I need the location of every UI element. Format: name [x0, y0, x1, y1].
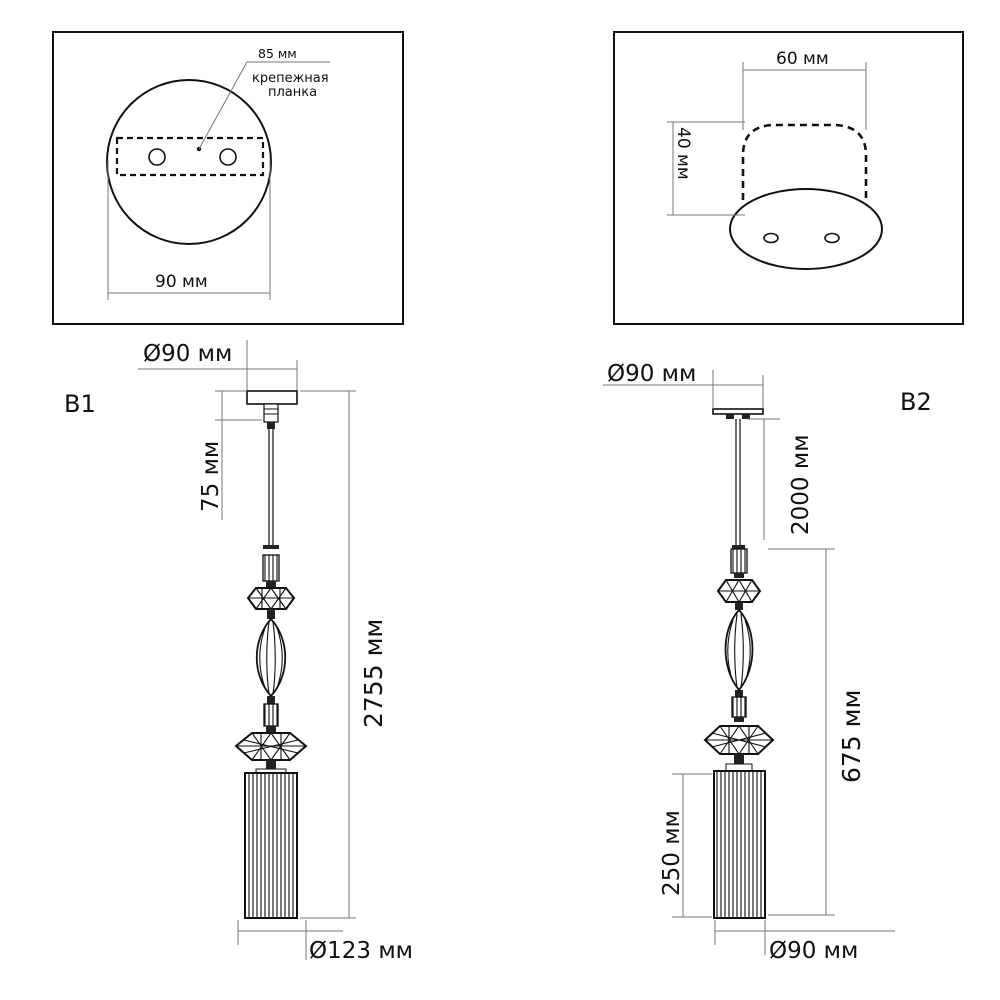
mounting-plate-panel: 85 мм крепежная планка 90 мм	[52, 31, 404, 325]
b2-shade-height: 250 мм	[659, 810, 685, 896]
lamp-b2: B2 Ø90 мм 2000 мм	[603, 361, 932, 964]
canopy-disc	[106, 79, 272, 245]
b2-body-height: 675 мм	[837, 690, 866, 783]
hole-left	[763, 232, 779, 244]
b2-shade	[713, 770, 766, 919]
dome-height-label: 40 мм	[673, 127, 693, 180]
screw-hole-left	[148, 148, 166, 166]
lamp-b1-label: B1	[64, 390, 96, 418]
b2-cable-length: 2000 мм	[788, 434, 814, 535]
callout-text-1: крепежная	[252, 71, 329, 86]
screw-hole-right	[219, 148, 237, 166]
b2-canopy-diameter: Ø90 мм	[607, 361, 696, 387]
mounting-bar	[115, 136, 265, 177]
b1-glass-bulb	[255, 617, 287, 698]
b1-total-height: 2755 мм	[359, 619, 388, 728]
b1-shade-diameter: Ø123 мм	[309, 938, 413, 964]
b2-shade-diameter: Ø90 мм	[769, 938, 858, 964]
canopy-plate	[729, 188, 883, 270]
lamp-b2-label: B2	[900, 388, 932, 416]
b1-canopy	[246, 390, 298, 405]
dome-outline	[741, 123, 868, 200]
canopy-perspective-panel: 60 мм 40 мм	[613, 31, 964, 325]
b2-canopy	[712, 408, 764, 415]
lamp-b1: B1 Ø90 мм 75 мм	[64, 340, 413, 964]
hole-right	[824, 232, 840, 244]
b1-shade	[244, 772, 298, 919]
b1-canopy-diameter: Ø90 мм	[143, 341, 232, 367]
b2-glass-bulb	[724, 608, 754, 692]
callout-text-2: планка	[268, 85, 317, 100]
b1-canopy-height: 75 мм	[198, 441, 224, 512]
canopy-width-label: 90 мм	[155, 272, 208, 292]
dome-width-label: 60 мм	[776, 49, 829, 69]
plate-width-label: 85 мм	[258, 46, 297, 61]
